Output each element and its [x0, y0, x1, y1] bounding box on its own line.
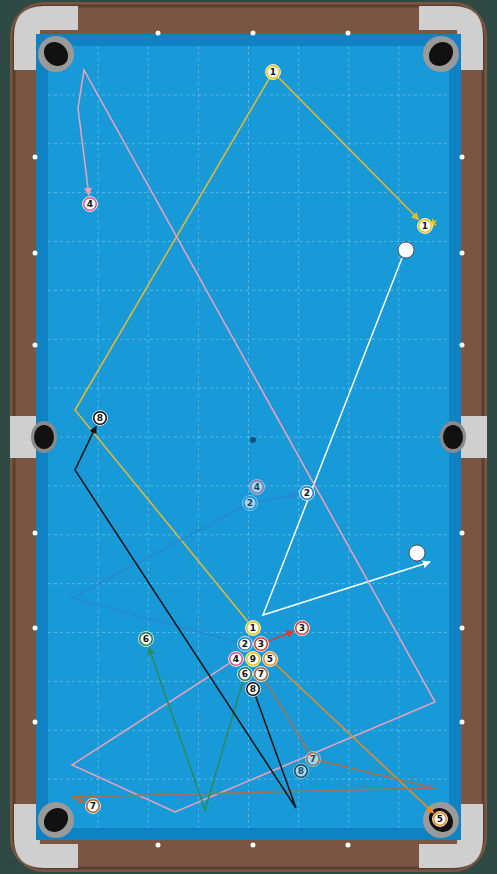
pool-ball: 6	[237, 666, 253, 682]
center-spot	[250, 437, 256, 443]
ball-number: 5	[267, 655, 273, 664]
ball-number: 8	[97, 414, 103, 423]
ball-number: 3	[258, 640, 264, 649]
ghost-ball: 8	[293, 763, 309, 779]
ball-number: 6	[242, 670, 248, 679]
ball-number: 6	[143, 635, 149, 644]
pool-ball: 5	[262, 651, 278, 667]
ball-number: 1	[422, 222, 428, 231]
ball-number: 7	[258, 670, 264, 679]
cushion	[36, 34, 461, 840]
pool-ball: 9	[245, 651, 261, 667]
ball-number: 7	[90, 802, 96, 811]
pool-ball: 5	[432, 811, 448, 827]
ball-number: 1	[250, 624, 256, 633]
pool-ball: 8	[245, 681, 261, 697]
ball-number: 3	[299, 624, 305, 633]
ball-number: 8	[298, 767, 304, 776]
pool-ball: 6	[138, 631, 154, 647]
pool-ball: 7	[253, 666, 269, 682]
ball-number: 4	[254, 483, 260, 492]
rail-diamonds	[33, 31, 465, 848]
ball-number: 8	[250, 685, 256, 694]
ball-number: 2	[304, 489, 310, 498]
ghost-ball: 7	[305, 751, 321, 767]
pool-ball: 3	[294, 620, 310, 636]
ball-number: 5	[437, 815, 443, 824]
ball-path	[149, 648, 243, 810]
pool-ball: 1	[417, 218, 433, 234]
pool-ball: 2	[237, 636, 253, 652]
ball-number: 7	[310, 755, 316, 764]
pool-ball: 4	[228, 651, 244, 667]
pool-ball: 2	[299, 485, 315, 501]
corner-caps	[10, 6, 487, 868]
pockets	[31, 36, 466, 838]
cue-ball	[398, 242, 414, 258]
pool-ball: 1	[245, 620, 261, 636]
ball-number: 4	[233, 655, 239, 664]
wood-rail	[10, 2, 487, 872]
ball-number: 4	[87, 200, 93, 209]
pool-ball: 4	[82, 196, 98, 212]
rail-edge	[14, 6, 483, 868]
pool-ball: 8	[92, 410, 108, 426]
ball-number: 9	[250, 655, 256, 664]
pool-ball: 3	[253, 636, 269, 652]
grid-lines	[48, 46, 449, 828]
ghost-ball: 4	[249, 479, 265, 495]
cloth	[48, 46, 449, 828]
ball-number: 1	[270, 68, 276, 77]
ball-path	[75, 72, 419, 622]
pool-ball: 7	[85, 798, 101, 814]
cue-ball	[409, 545, 425, 561]
pool-ball: 1	[265, 64, 281, 80]
ball-path	[268, 631, 293, 641]
ball-path	[75, 426, 296, 808]
ball-path	[72, 70, 435, 812]
ball-number: 2	[247, 499, 253, 508]
ball-number: 2	[242, 640, 248, 649]
ghost-ball: 2	[242, 495, 258, 511]
